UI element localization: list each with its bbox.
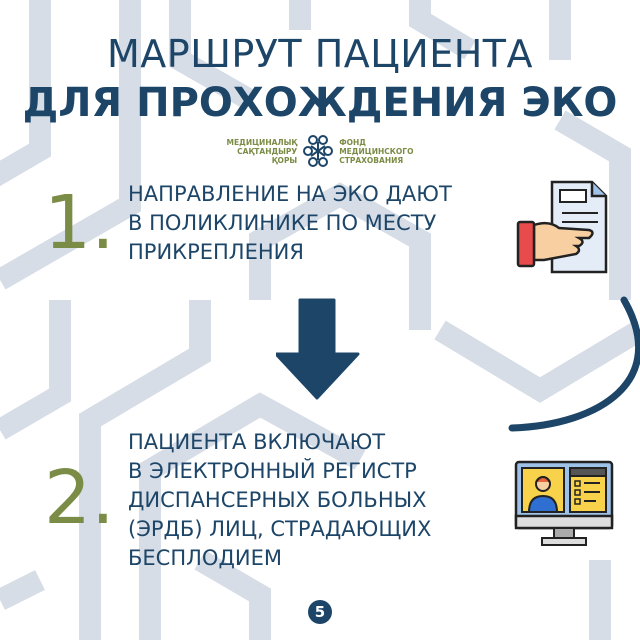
hand-document-icon bbox=[516, 180, 608, 274]
monitor-profile-icon bbox=[514, 460, 614, 546]
step-2-number: 2. bbox=[44, 455, 115, 541]
step-1-number: 1. bbox=[44, 180, 115, 266]
title-line-1: МАРШРУТ ПАЦИЕНТА bbox=[107, 32, 533, 76]
arrow-down-icon bbox=[276, 298, 360, 400]
title-line-2: ДЛЯ ПРОХОЖДЕНИЯ ЭКО bbox=[22, 80, 618, 126]
page-number-badge: 5 bbox=[308, 600, 332, 624]
logo-emblem-icon bbox=[303, 135, 334, 167]
